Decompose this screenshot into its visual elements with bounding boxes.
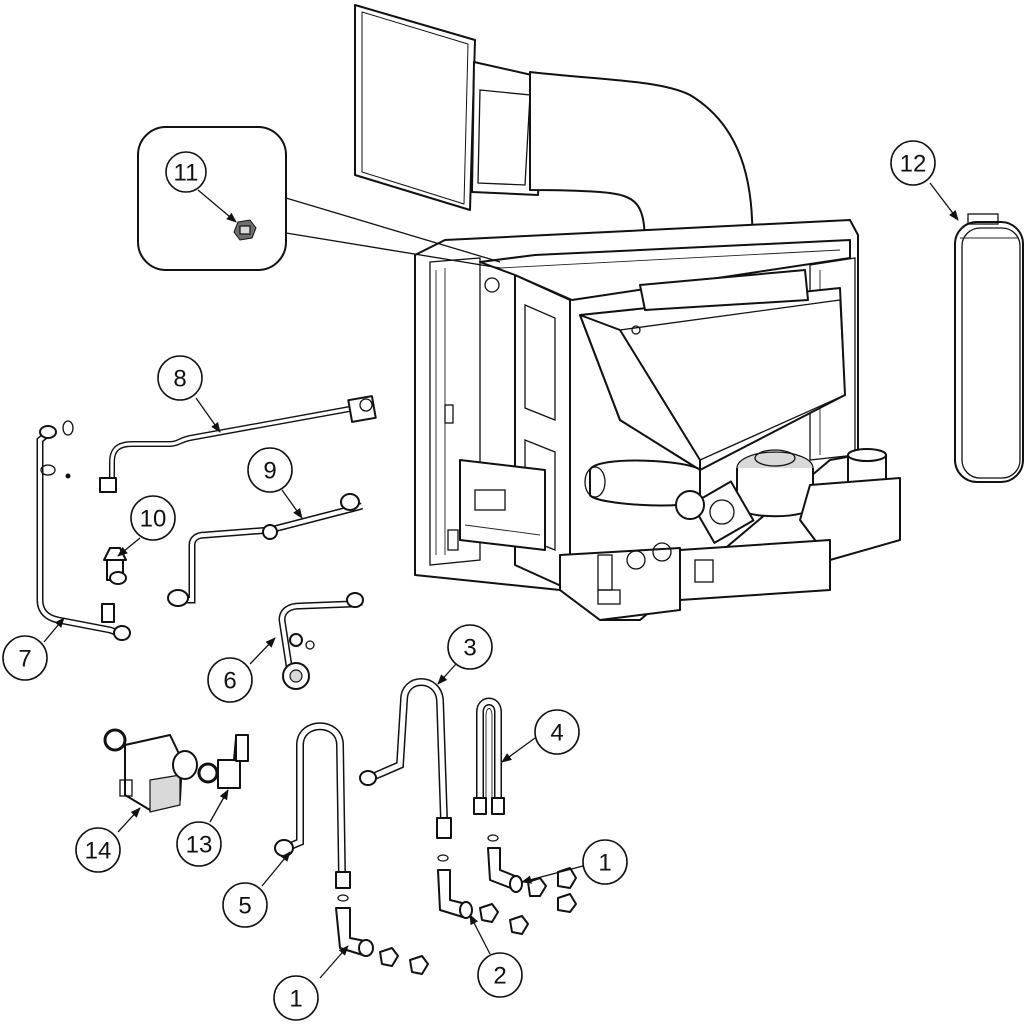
callout-leader-line xyxy=(319,945,349,979)
pipe-6 xyxy=(278,592,364,690)
callout-circle xyxy=(247,447,293,493)
callout-number: 8 xyxy=(173,366,186,393)
hose-5 xyxy=(274,722,351,889)
callout-circle xyxy=(2,635,48,681)
callout-circle xyxy=(165,151,207,193)
callout-circle xyxy=(582,839,628,885)
callout-5: 5 xyxy=(222,851,291,928)
callout-number: 5 xyxy=(238,893,251,920)
callout-11: 11 xyxy=(165,151,237,223)
callout-leader-line xyxy=(281,489,303,519)
callout-circle xyxy=(75,827,121,873)
callout-3: 3 xyxy=(437,624,493,685)
callout-number: 10 xyxy=(140,506,167,533)
callout-circle xyxy=(890,140,936,186)
callout-number: 1 xyxy=(289,986,302,1013)
callout-leader-line xyxy=(929,182,959,221)
expansion-vessel xyxy=(954,213,1024,483)
callout-circle xyxy=(447,624,493,670)
callout-number: 7 xyxy=(18,646,31,673)
callout-8: 8 xyxy=(157,355,221,433)
callout-number: 6 xyxy=(223,668,236,695)
callout-leader-line xyxy=(117,807,141,833)
small-fitting-part xyxy=(233,219,257,241)
callout-10: 10 xyxy=(117,495,176,557)
callout-12: 12 xyxy=(890,140,959,221)
callout-circle xyxy=(157,355,203,401)
callout-circle xyxy=(130,495,176,541)
hose-3 xyxy=(359,678,452,839)
callout-14: 14 xyxy=(75,807,141,873)
callout-leader-line xyxy=(261,851,291,887)
callout-4: 4 xyxy=(501,709,580,763)
callout-leader-line xyxy=(197,189,237,223)
fitting-set-1-right xyxy=(487,834,577,913)
callout-number: 4 xyxy=(550,720,563,747)
fitting-set-2 xyxy=(437,854,529,935)
pipe-7 xyxy=(36,420,131,641)
callout-number: 9 xyxy=(263,458,276,485)
callout-leader-line xyxy=(437,663,457,685)
callout-leader-line xyxy=(117,537,141,557)
pipe-8 xyxy=(99,395,377,493)
fitting-set-1-left xyxy=(335,894,429,975)
hose-4 xyxy=(473,697,505,815)
callout-leader-line xyxy=(195,397,221,433)
callout-circle xyxy=(534,709,580,755)
callout-circle xyxy=(222,882,268,928)
callout-13: 13 xyxy=(176,789,229,867)
safety-valve xyxy=(103,547,127,585)
callout-number: 1 xyxy=(598,850,611,877)
callout-1: 1 xyxy=(273,945,349,1021)
callout-7: 7 xyxy=(2,617,65,681)
callout-6: 6 xyxy=(207,637,276,703)
callout-number: 11 xyxy=(174,160,199,187)
callout-leader-line xyxy=(520,865,584,884)
callout-1: 1 xyxy=(520,839,628,885)
callout-circle xyxy=(273,975,319,1021)
elbow-fitting-13 xyxy=(197,734,249,789)
callout-number: 12 xyxy=(900,151,927,178)
callout-leader-line xyxy=(43,617,65,643)
callout-circle xyxy=(176,821,222,867)
callout-circle xyxy=(477,952,523,998)
callout-circle xyxy=(207,657,253,703)
callout-leader-line xyxy=(209,789,229,823)
callout-leader-line xyxy=(249,637,276,665)
pump-assembly xyxy=(103,728,198,813)
callout-number: 13 xyxy=(186,832,213,859)
callout-number: 14 xyxy=(85,838,112,865)
callout-number: 3 xyxy=(463,635,476,662)
callout-number: 2 xyxy=(493,963,506,990)
boiler-assembly xyxy=(354,4,901,621)
callout-9: 9 xyxy=(247,447,303,519)
callout-2: 2 xyxy=(469,914,523,998)
callout-leader-line xyxy=(501,737,536,763)
callout-leader-line xyxy=(469,914,491,955)
pipe-9 xyxy=(167,493,363,607)
